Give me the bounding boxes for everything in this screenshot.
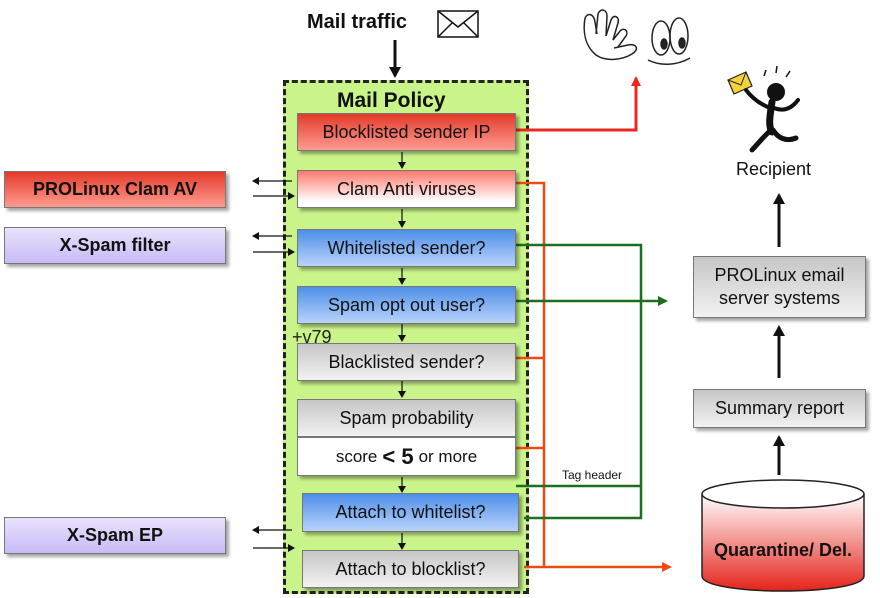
score-threshold-value: < 5 <box>382 443 414 469</box>
quarantine-lines <box>516 181 672 572</box>
x-spam-ep-box: X-Spam EP <box>4 517 226 554</box>
waving-hand-icon <box>583 9 638 61</box>
quarantine-label: Quarantine/ Del. <box>713 540 853 560</box>
server-systems-line2: server systems <box>718 288 841 308</box>
x-spam-filter-box: X-Spam filter <box>4 227 226 264</box>
stray-text: +v79 <box>292 327 332 347</box>
step-attach-to-whitelist: Attach to whitelist? <box>302 493 519 532</box>
envelope-icon <box>437 10 479 38</box>
server-systems-line1: PROLinux email <box>714 265 845 285</box>
summary-report-box: Summary report <box>693 389 866 428</box>
eyes-icon <box>647 17 691 65</box>
step-blocklisted-sender-ip: Blocklisted sender IP <box>297 113 516 151</box>
reject-line <box>516 76 641 132</box>
recipient-label: Recipient <box>736 159 812 179</box>
step-spam-probability: Spam probability <box>297 399 516 437</box>
quarantine-database <box>701 479 865 592</box>
step-attach-to-blocklist: Attach to blocklist? <box>302 550 519 588</box>
side-exchange-arrows <box>252 177 295 552</box>
mail-policy-title: Mail Policy <box>337 89 446 112</box>
prolinux-clam-av-box: PROLinux Clam AV <box>4 171 226 208</box>
recipient-figure-icon <box>727 65 800 153</box>
tag-header-label: Tag header <box>562 468 623 482</box>
step-clam-anti-viruses: Clam Anti viruses <box>297 170 516 208</box>
prolinux-email-server-systems-box: PROLinux email server systems <box>693 256 866 318</box>
mail-traffic-label: Mail traffic <box>307 11 408 33</box>
score-label: score <box>335 446 378 466</box>
step-whitelisted-sender: Whitelisted sender? <box>297 229 516 267</box>
deliver-lines <box>516 243 668 520</box>
step-spam-opt-out-user: Spam opt out user? <box>297 286 516 324</box>
score-or-more-label: or more <box>418 446 478 466</box>
step-score-threshold: score < 5 or more <box>297 437 516 476</box>
step-blacklisted-sender: Blacklisted sender? <box>297 343 516 381</box>
